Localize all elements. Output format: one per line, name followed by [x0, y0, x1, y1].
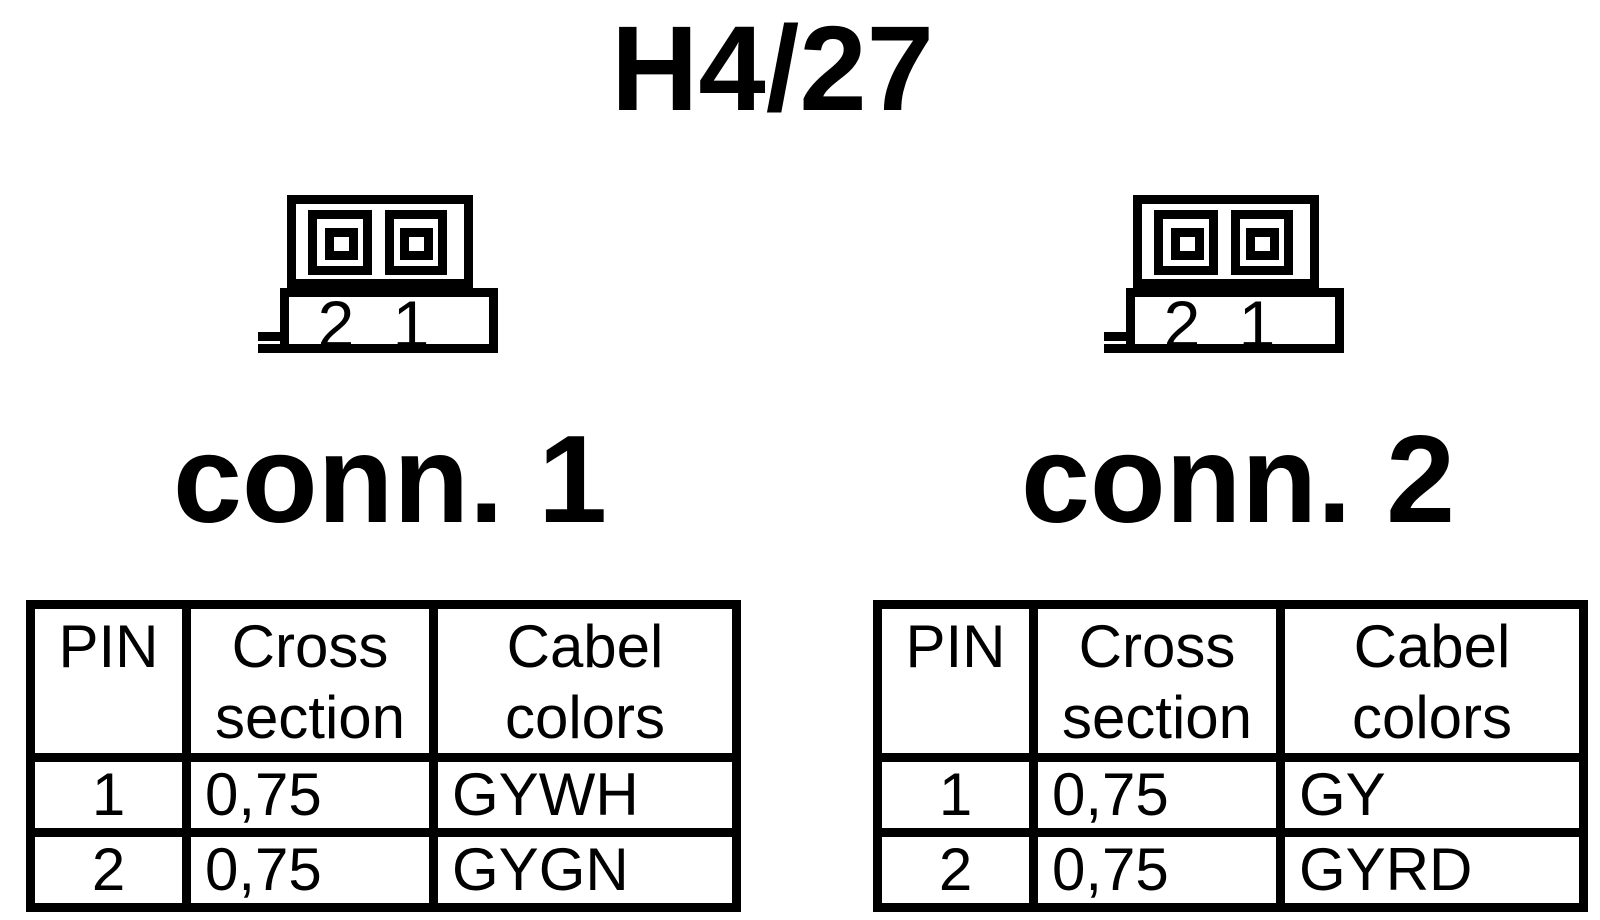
connector-1-pin-cavity-left-inner	[325, 228, 358, 260]
connector-2-pin-table: PIN Cross section Cabel colors 1 0,75 GY…	[873, 600, 1588, 912]
connector-1-pin-cavity-right-outer	[385, 210, 447, 275]
connector-1-mounting-tab-base	[258, 344, 285, 353]
table-row: 2 0,75 GYRD	[873, 828, 1588, 912]
connector-2-housing-base-outline	[1126, 288, 1344, 353]
connector-1-housing-top-outline	[287, 195, 473, 288]
connector-2-drawing: 2 1	[1104, 195, 1344, 360]
connector-2-label: conn. 2	[1020, 411, 1456, 549]
connector-1-pin-table: PIN Cross section Cabel colors 1 0,75 GY…	[26, 600, 741, 912]
pin-cell: 2	[873, 828, 1038, 912]
column-header-cable-colors: Cabel colors	[429, 600, 741, 762]
pin-cell: 2	[26, 828, 191, 912]
connector-1-mounting-tab	[258, 332, 285, 341]
connector-1-pin-cavity-right-inner	[400, 228, 433, 260]
connector-2-pin-cavity-right-outer	[1231, 210, 1293, 275]
cable-color-cell: GYWH	[429, 753, 741, 837]
cable-color-cell: GY	[1276, 753, 1588, 837]
connector-2-pin-number-1: 1	[1239, 287, 1276, 360]
table-row: 2 0,75 GYGN	[26, 828, 741, 912]
cross-section-cell: 0,75	[182, 753, 438, 837]
pin-cell: 1	[26, 753, 191, 837]
cable-color-cell: GYRD	[1276, 828, 1588, 912]
connector-1-pin-number-2: 2	[318, 287, 355, 360]
header-row: PIN Cross section Cabel colors	[873, 600, 1588, 762]
cross-section-cell: 0,75	[182, 828, 438, 912]
cable-color-cell: GYGN	[429, 828, 741, 912]
connector-1-pin-number-1: 1	[393, 287, 430, 360]
connector-1-label: conn. 1	[172, 411, 608, 549]
connector-2-mounting-tab	[1104, 332, 1131, 341]
connector-1-drawing: 2 1	[258, 195, 498, 360]
connector-2-mounting-tab-base	[1104, 344, 1131, 353]
column-header-cable-colors: Cabel colors	[1276, 600, 1588, 762]
connector-1-housing-base-outline	[280, 288, 498, 353]
pin-cell: 1	[873, 753, 1038, 837]
connector-2-pin-cavity-right-inner	[1246, 228, 1279, 260]
connector-2-housing-top-outline	[1133, 195, 1319, 288]
connector-2-pin-cavity-left-inner	[1171, 228, 1204, 260]
cross-section-cell: 0,75	[1029, 753, 1285, 837]
column-header-pin: PIN	[873, 600, 1038, 762]
header-row: PIN Cross section Cabel colors	[26, 600, 741, 762]
connector-1-pin-cavity-left-outer	[308, 210, 372, 275]
connector-2-pin-number-2: 2	[1164, 287, 1201, 360]
column-header-cross-section: Cross section	[182, 600, 438, 762]
column-header-cross-section: Cross section	[1029, 600, 1285, 762]
table-row: 1 0,75 GY	[873, 753, 1588, 837]
connector-2-pin-cavity-left-outer	[1154, 210, 1218, 275]
column-header-pin: PIN	[26, 600, 191, 762]
table-row: 1 0,75 GYWH	[26, 753, 741, 837]
page-title: H4/27	[611, 0, 934, 136]
cross-section-cell: 0,75	[1029, 828, 1285, 912]
